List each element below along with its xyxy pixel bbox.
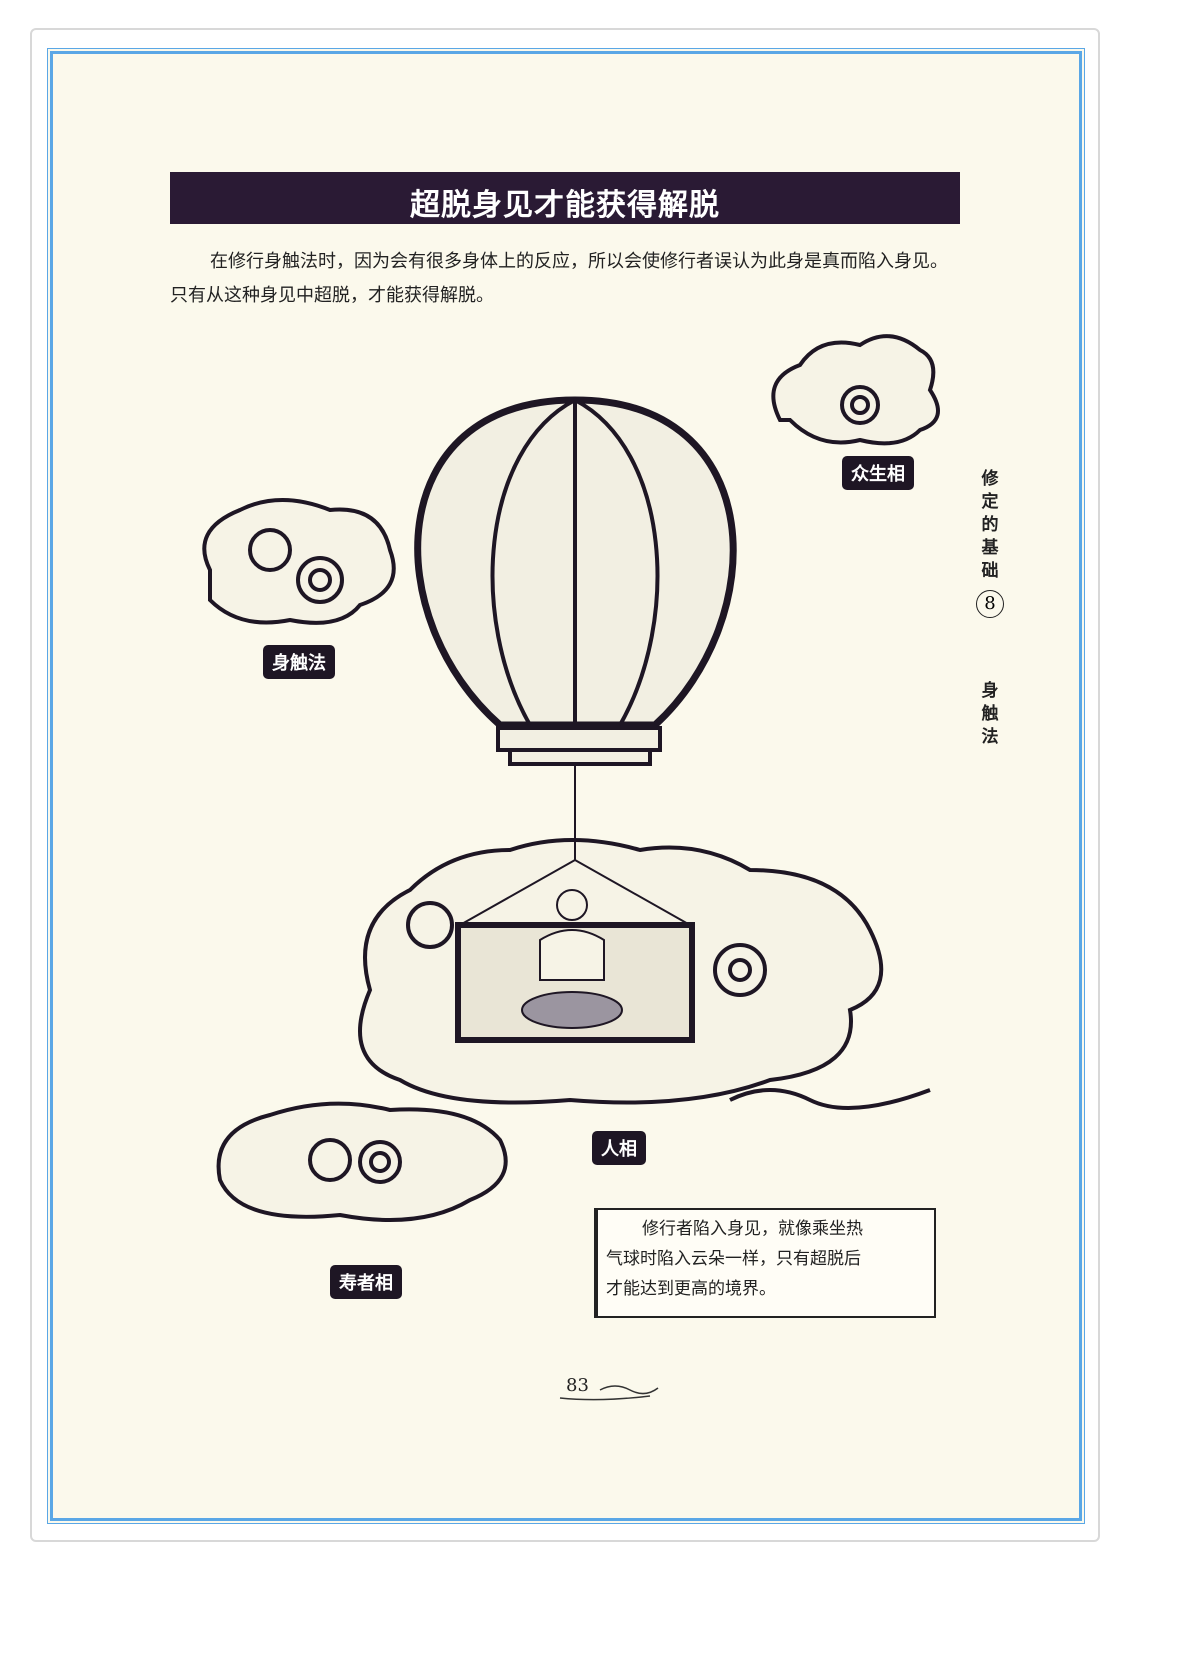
label-body-touch: 身触法 <box>263 645 335 679</box>
page-number: 83 <box>566 1375 589 1396</box>
caption-line: 才能达到更高的境界。 <box>606 1279 776 1299</box>
label-lifespan: 寿者相 <box>330 1265 402 1299</box>
cloud-bottom-left <box>216 1101 508 1222</box>
side-topic: 身触法 <box>981 681 999 747</box>
caption-box: 修行者陷入身见，就像乘坐热 气球时陷入云朵一样，只有超脱后 才能达到更高的境界。 <box>594 1208 936 1318</box>
page-title: 超脱身见才能获得解脱 <box>410 188 720 223</box>
chapter-number: 8 <box>976 590 1004 618</box>
basket-with-practitioner <box>455 889 695 1043</box>
label-sentient: 众生相 <box>842 456 914 490</box>
cloud-top-right <box>771 334 940 446</box>
hot-air-balloon <box>414 396 737 926</box>
label-person: 人相 <box>592 1131 646 1165</box>
caption-line: 修行者陷入身见，就像乘坐热 <box>642 1219 863 1239</box>
caption-line: 气球时陷入云朵一样，只有超脱后 <box>606 1249 861 1269</box>
title-banner: 超脱身见才能获得解脱 <box>170 172 960 224</box>
intro-paragraph: 在修行身触法时，因为会有很多身体上的反应，所以会使修行者误认为此身是真而陷入身见… <box>170 251 948 306</box>
side-section-title: 修定的基础 <box>981 469 999 581</box>
cloud-left <box>202 498 396 625</box>
page-number-ornament <box>559 1385 659 1401</box>
